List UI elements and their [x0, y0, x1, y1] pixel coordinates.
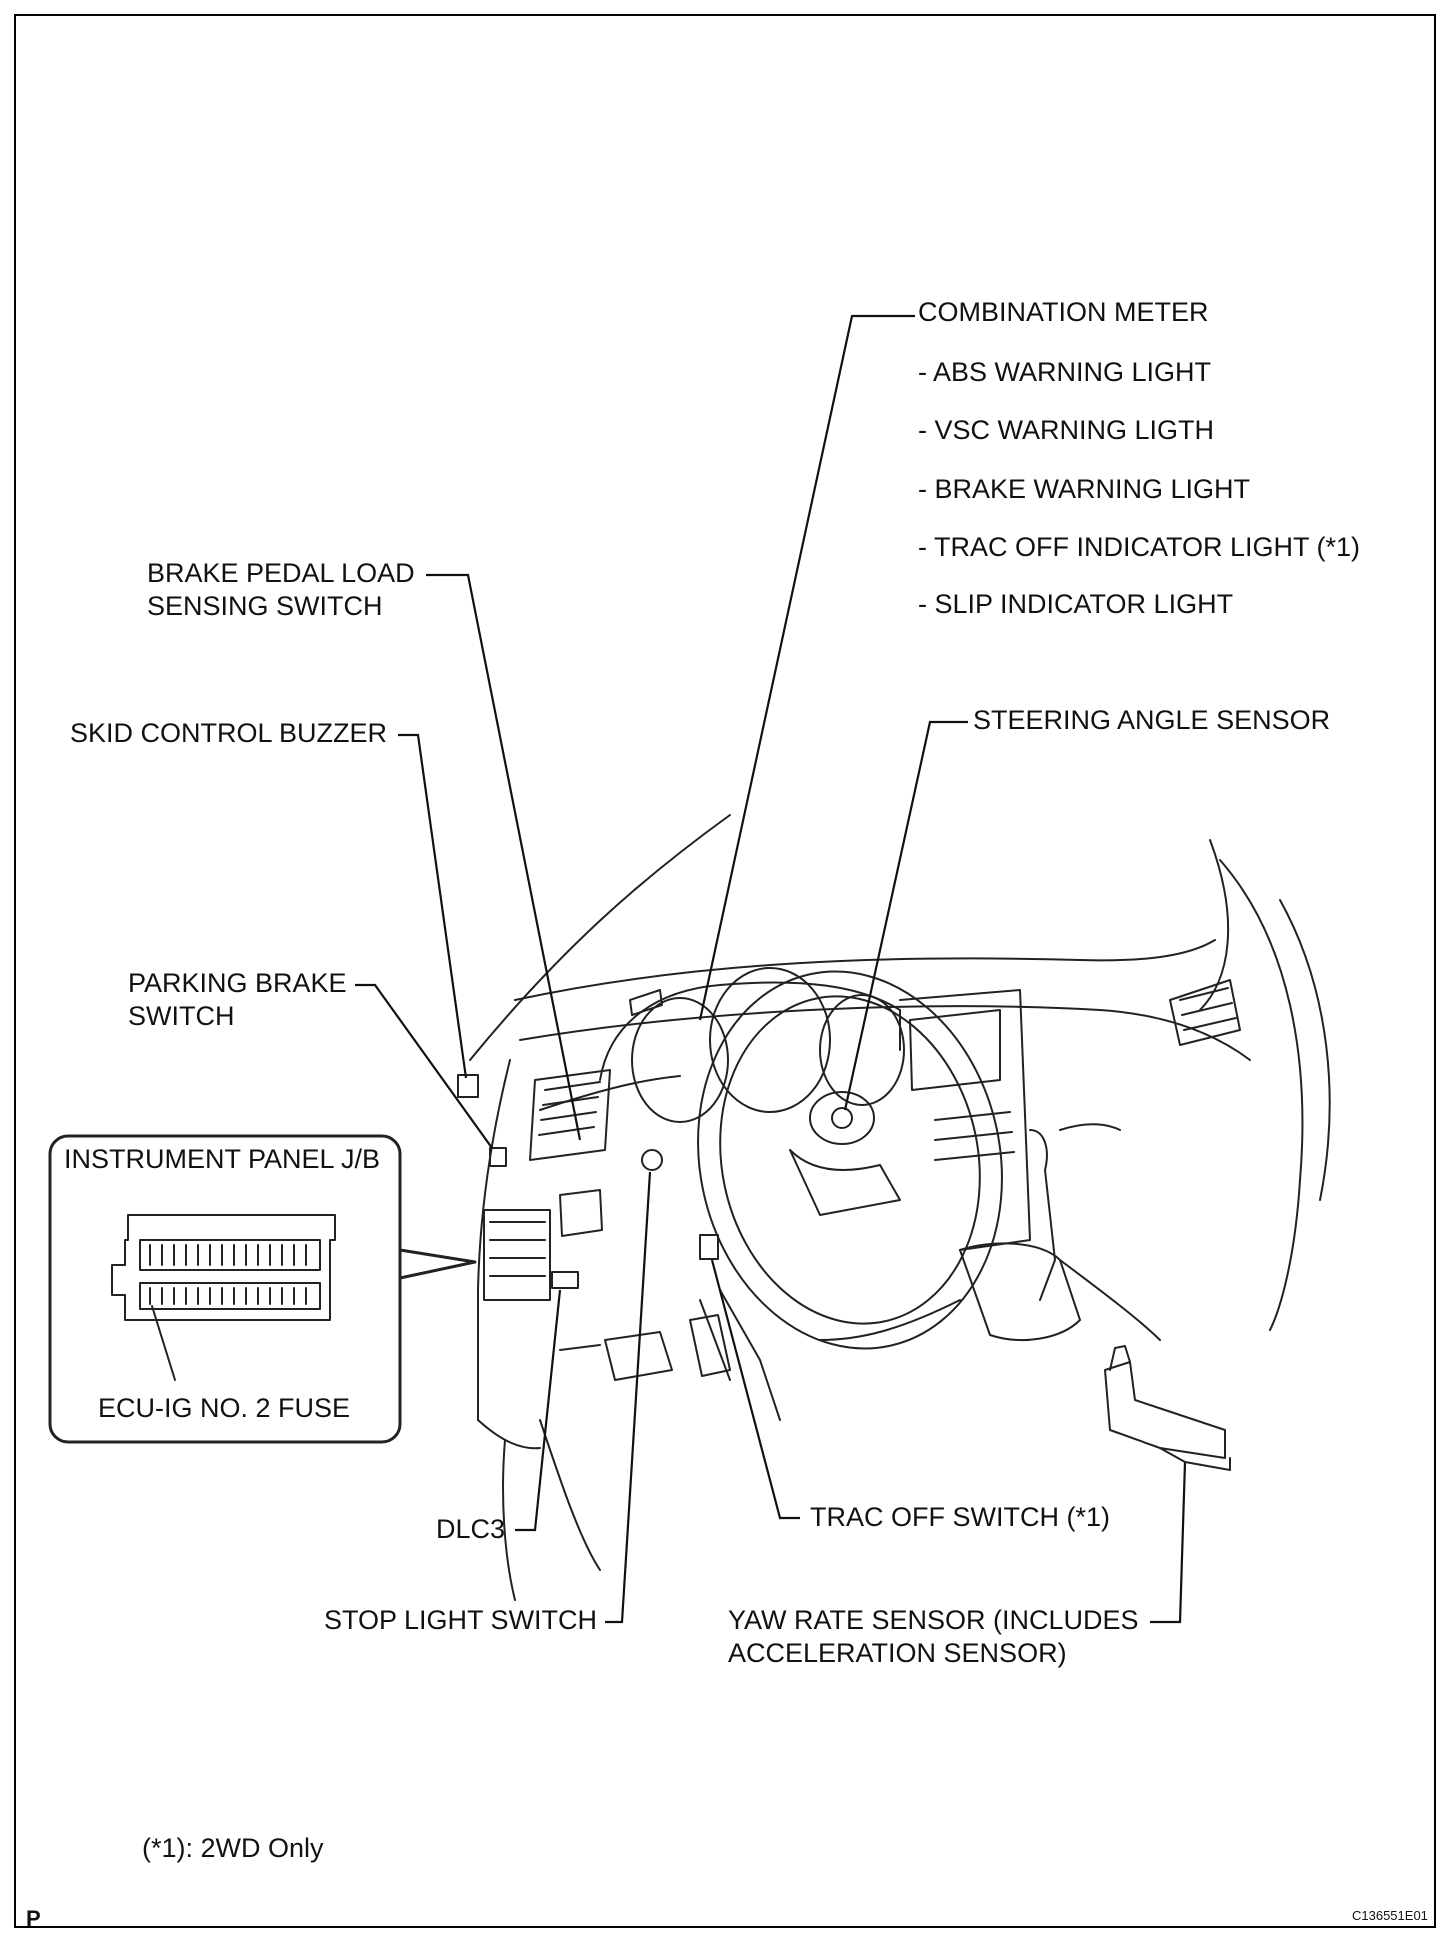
jb-part [483, 1209, 551, 1301]
stop-light-part [641, 1149, 663, 1171]
label-vsc-warning-light: - VSC WARNING LIGTH [918, 415, 1215, 445]
label-brake-pedal-load-2: SENSING SWITCH [147, 591, 383, 621]
dash-left-face [477, 1059, 511, 1421]
leader-trac-off [710, 1259, 800, 1520]
leader-skid-buzzer [398, 733, 468, 1079]
shift-lever [1029, 1129, 1056, 1301]
label-ecu-ig-fuse: ECU-IG NO. 2 FUSE [98, 1393, 351, 1423]
accelerator-pedal [689, 1314, 731, 1377]
label-abs-warning-light: - ABS WARNING LIGHT [918, 357, 1212, 387]
steering-hub [809, 1091, 875, 1145]
label-brake-warning-light: - BRAKE WARNING LIGHT [918, 474, 1251, 504]
steering-wheel [697, 970, 1003, 1350]
yaw-rate-sensor [1104, 1361, 1226, 1459]
label-dlc3: DLC3 [436, 1514, 506, 1544]
leader-parking-brake [355, 983, 493, 1149]
left-vent [529, 1069, 611, 1161]
corner-mark: P [26, 1906, 41, 1931]
label-slip-indicator: - SLIP INDICATOR LIGHT [918, 589, 1234, 619]
skid-buzzer-part [457, 1074, 479, 1098]
leader-steering-angle [843, 720, 968, 1111]
parking-brake-part [489, 1147, 507, 1167]
leader-brake-pedal-load [426, 573, 582, 1141]
label-skid-control-buzzer: SKID CONTROL BUZZER [70, 718, 388, 748]
jb-callout-box [48, 1134, 402, 1444]
label-yaw-rate-2: ACCELERATION SENSOR) [728, 1638, 1067, 1668]
windshield-edge [469, 814, 731, 1061]
label-parking-brake-2: SWITCH [128, 1001, 235, 1031]
label-trac-off-indicator: - TRAC OFF INDICATOR LIGHT (*1) [918, 532, 1361, 562]
diagram-frame [14, 14, 1436, 1928]
dash-upper-rim [519, 1005, 1251, 1061]
label-combination-meter: COMBINATION METER [918, 297, 1209, 327]
dash-top [514, 939, 1216, 1001]
leader-dlc3 [515, 1289, 562, 1532]
leader-combination-meter [698, 314, 915, 1021]
figure-code: C136551E01 [1352, 1908, 1428, 1923]
label-yaw-rate-1: YAW RATE SENSOR (INCLUDES [728, 1605, 1139, 1635]
trac-off-part [699, 1234, 719, 1260]
leader-stop-light [605, 1171, 652, 1624]
center-display [909, 1009, 1001, 1091]
right-door-line [1219, 859, 1304, 1331]
dlc3-part [551, 1271, 579, 1289]
right-vent [1169, 979, 1241, 1046]
label-trac-off-switch: TRAC OFF SWITCH (*1) [810, 1502, 1110, 1532]
fuse-leader [151, 1305, 176, 1381]
label-parking-brake-1: PARKING BRAKE [128, 968, 347, 998]
footnote: (*1): 2WD Only [142, 1833, 324, 1863]
leader-yaw-rate [1150, 1461, 1187, 1624]
label-stop-light-switch: STOP LIGHT SWITCH [324, 1605, 598, 1635]
brake-pedal [604, 1331, 673, 1381]
label-instrument-panel-jb: INSTRUMENT PANEL J/B [64, 1144, 381, 1174]
right-pillar [1199, 839, 1230, 1011]
label-steering-angle-sensor: STEERING ANGLE SENSOR [973, 705, 1331, 735]
jb-connector [111, 1214, 336, 1321]
jb-callout-pointer [398, 1248, 477, 1280]
label-brake-pedal-load-1: BRAKE PEDAL LOAD [147, 558, 415, 588]
